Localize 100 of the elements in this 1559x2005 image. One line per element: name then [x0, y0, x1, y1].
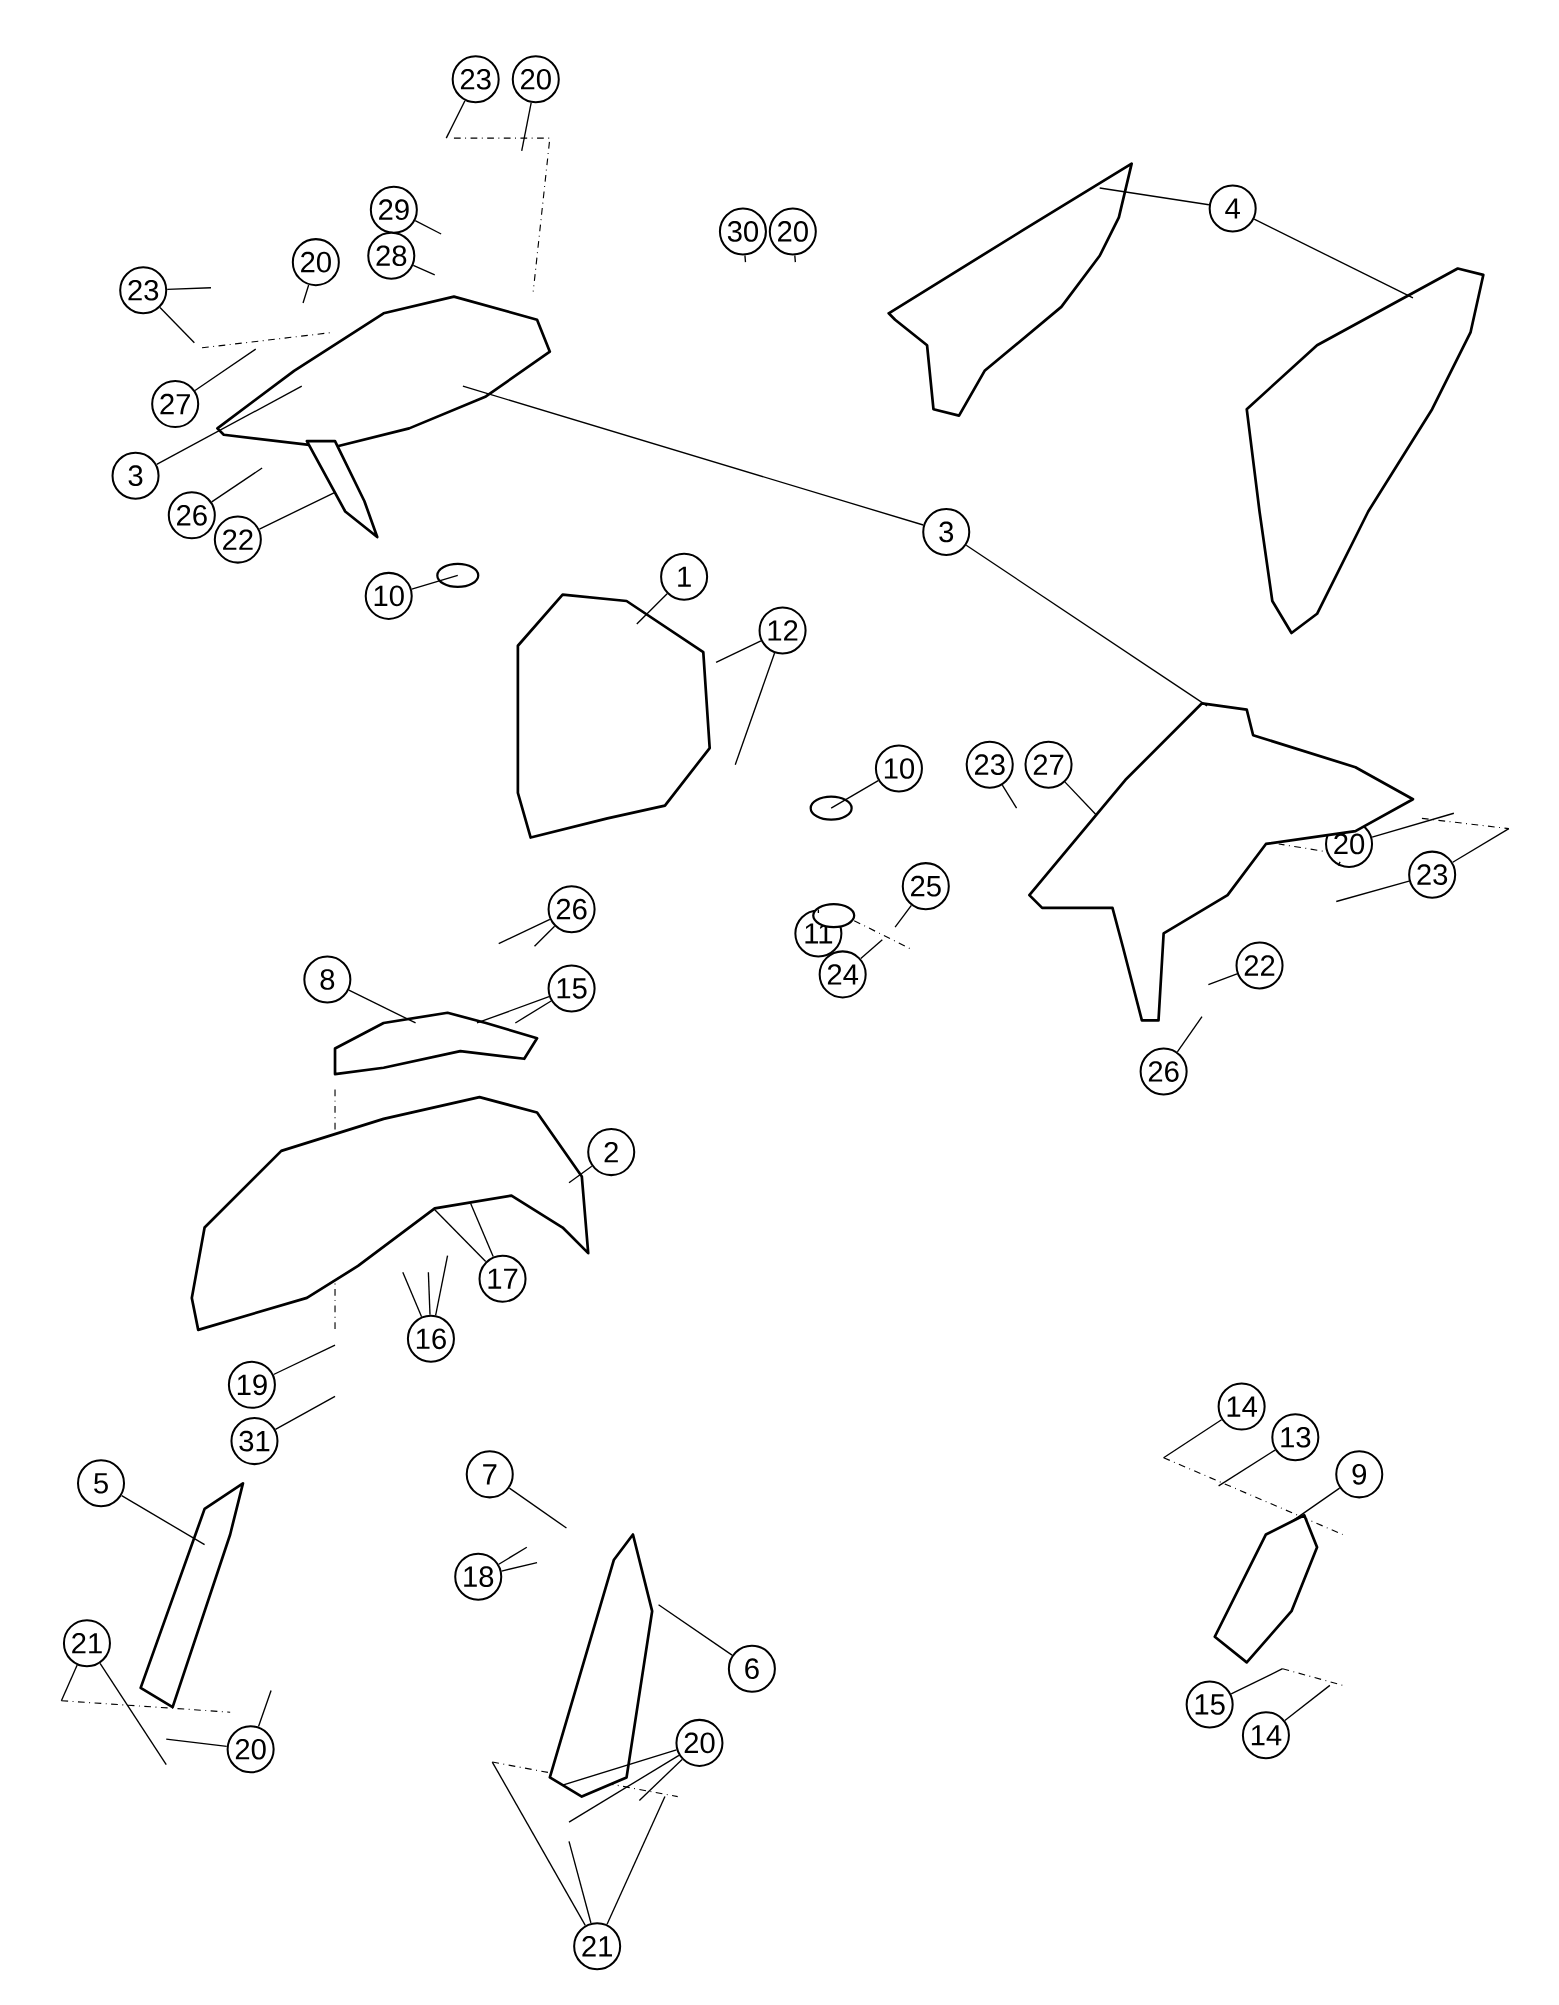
- callout-number: 20: [511, 55, 560, 104]
- callout-number: 1: [660, 552, 709, 601]
- fork-guard-drawing: [139, 1481, 245, 1709]
- callout-number: 23: [1408, 850, 1457, 899]
- leader-line: [734, 652, 776, 766]
- leader-line: [273, 1344, 336, 1376]
- leader-line: [498, 1546, 528, 1565]
- leader-line: [402, 1271, 423, 1318]
- callout-number: 17: [478, 1254, 527, 1303]
- side-panel-drawing: [1245, 267, 1485, 635]
- leader-line: [744, 254, 747, 263]
- fork-guard-drawing: [548, 1533, 654, 1798]
- leader-line: [562, 1749, 678, 1786]
- leader-line: [1335, 880, 1410, 903]
- leader-line: [1218, 1449, 1276, 1487]
- leader-line: [348, 989, 417, 1024]
- callout-number: 15: [547, 964, 596, 1013]
- callout-number: 20: [768, 207, 817, 256]
- callout-number: 23: [451, 55, 500, 104]
- callout-number: 21: [573, 1922, 622, 1971]
- callout-number: 2: [587, 1128, 636, 1177]
- callout-number: 3: [111, 451, 160, 500]
- leader-line: [159, 306, 196, 344]
- leader-line: [99, 1662, 168, 1766]
- callout-number: 5: [77, 1459, 126, 1508]
- leader-line: [165, 1738, 228, 1748]
- leader-line: [302, 284, 310, 304]
- callout-number: 29: [369, 185, 418, 234]
- leader-line: [1207, 973, 1238, 986]
- leader-line: [427, 1271, 431, 1316]
- clamp-drawing: [436, 562, 480, 589]
- leader-line: [470, 1202, 494, 1258]
- leader-line: [1337, 861, 1341, 867]
- leader-line: [894, 904, 913, 928]
- leader-line: [462, 385, 925, 526]
- leader-line: [414, 220, 442, 235]
- leader-line: [434, 1209, 487, 1263]
- leader-line: [1452, 827, 1510, 863]
- callout-number: 27: [1024, 740, 1073, 789]
- callout-number: 20: [291, 238, 340, 287]
- leader-line: [1371, 812, 1455, 838]
- leader-line: [60, 1664, 78, 1702]
- leader-line: [491, 1761, 587, 1926]
- leader-line: [121, 1494, 206, 1546]
- leader-line: [258, 491, 336, 530]
- callout-number: 26: [167, 491, 216, 540]
- leader-line: [1001, 784, 1018, 809]
- leader-line: [166, 287, 212, 291]
- chain-guide-drawing: [1213, 1513, 1319, 1664]
- leader-line: [498, 918, 551, 945]
- callout-number: 23: [965, 740, 1014, 789]
- callout-number: 14: [1217, 1382, 1266, 1431]
- callout-number: 22: [213, 515, 262, 564]
- callout-number: 13: [1271, 1413, 1320, 1462]
- callout-number: 24: [818, 950, 867, 999]
- callout-number: 30: [719, 207, 768, 256]
- leader-line: [1253, 218, 1414, 299]
- leader-line: [445, 100, 466, 139]
- leader-line: [476, 996, 550, 1024]
- leader-line: [636, 593, 668, 625]
- leader-line: [508, 1487, 568, 1529]
- number-plate-drawing: [516, 593, 712, 839]
- leader-line: [715, 640, 762, 664]
- leader-line: [274, 1395, 336, 1431]
- callout-number: 23: [119, 266, 168, 315]
- callout-number: 16: [407, 1314, 456, 1363]
- leader-line: [1176, 1015, 1203, 1053]
- leader-line: [965, 544, 1208, 707]
- leader-line: [830, 779, 879, 809]
- callout-number: 26: [1139, 1047, 1188, 1096]
- callout-number: 7: [465, 1450, 514, 1499]
- leader-line: [1290, 1487, 1341, 1523]
- leader-line: [1230, 1668, 1284, 1695]
- clamp-drawing: [809, 795, 853, 821]
- callout-number: 28: [367, 231, 416, 280]
- leader-line: [211, 467, 263, 503]
- leader-line: [606, 1795, 666, 1925]
- callout-number: 20: [226, 1725, 275, 1774]
- callout-number: 12: [758, 606, 807, 655]
- callout-number: 25: [901, 862, 950, 911]
- shroud-drawing: [1028, 701, 1415, 1022]
- callout-number: 27: [151, 380, 200, 429]
- leader-line: [1284, 1684, 1331, 1722]
- leader-line: [568, 1165, 593, 1184]
- callout-number: 31: [230, 1417, 279, 1466]
- leader-line: [156, 385, 303, 465]
- callout-number: 4: [1208, 184, 1257, 233]
- callout-number: 15: [1185, 1680, 1234, 1729]
- bracket-drawing: [333, 1011, 539, 1076]
- leader-line: [1064, 781, 1097, 816]
- callout-number: 6: [728, 1644, 777, 1693]
- leader-line: [412, 264, 436, 276]
- callout-number: 21: [63, 1619, 112, 1668]
- leader-line: [411, 574, 459, 590]
- callout-number: 14: [1242, 1711, 1291, 1760]
- callout-number: 9: [1335, 1450, 1384, 1499]
- callout-number: 3: [922, 507, 971, 556]
- leader-line: [817, 908, 820, 914]
- leader-line: [568, 1840, 592, 1924]
- leader-line: [638, 1758, 683, 1802]
